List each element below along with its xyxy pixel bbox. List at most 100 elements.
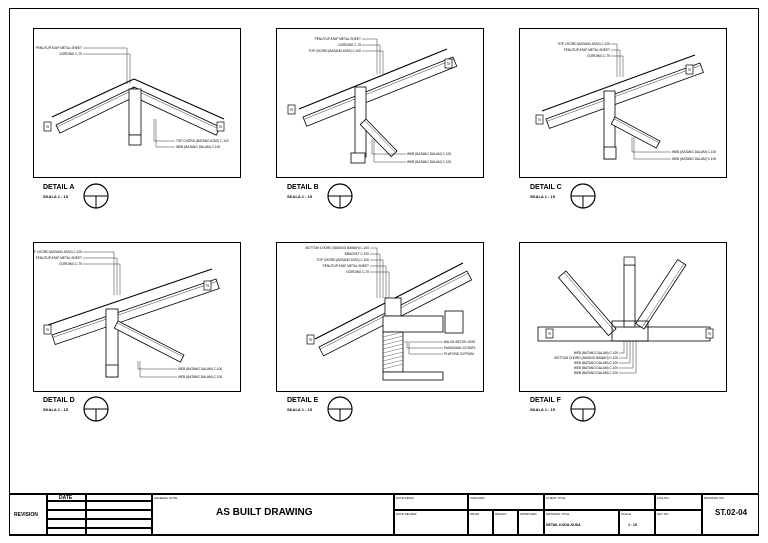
callout-label: WEB (BATANG DALAM) C.100 bbox=[574, 351, 618, 355]
rev-row bbox=[86, 528, 152, 536]
leader-line bbox=[83, 251, 115, 295]
detail-b-label: DETAIL B SKALA 1 : 15 bbox=[287, 183, 357, 210]
callout-label: BOTTOM CHORD (BATANG BAWAH) C.100 bbox=[305, 246, 369, 250]
drawing-title-value: DETAIL KUDA-KUDA bbox=[546, 523, 581, 527]
drawing-sheet bbox=[9, 8, 759, 535]
rev-row bbox=[86, 510, 152, 519]
callout-label: WEB (BATANG DALAM) C.100 bbox=[407, 152, 451, 156]
leader-line bbox=[370, 247, 378, 298]
leader-line bbox=[155, 119, 175, 148]
checked-label: CHECKED bbox=[470, 496, 485, 500]
svg-text:75: 75 bbox=[46, 125, 50, 129]
leader-line bbox=[633, 137, 671, 160]
leader-line bbox=[406, 343, 443, 349]
date-draw-cell: DATE DRAW bbox=[394, 494, 468, 510]
leader-line bbox=[137, 361, 177, 370]
concrete-beam bbox=[382, 331, 404, 373]
callout-label: PENUTUP ATAP METAL SHEET bbox=[315, 37, 361, 41]
scale-cell: SCALE 1 : 15 bbox=[619, 510, 655, 536]
steel-member bbox=[545, 62, 704, 129]
detail-scale: SKALA 1 : 15 bbox=[43, 407, 68, 412]
drawing-title-cell: DRAWING TITLE DETAIL KUDA-KUDA bbox=[544, 510, 619, 536]
callout-label: PLAFOND GYPSUM bbox=[444, 352, 474, 356]
leader-line bbox=[370, 265, 387, 298]
revision-cell: REVISION bbox=[9, 494, 47, 536]
purlin-section bbox=[685, 64, 694, 75]
callout-label: WEB (BATANG DALAM) C.100 bbox=[672, 150, 716, 154]
callout-label: GORDING C.75 bbox=[346, 270, 369, 274]
callout-label: TOP CHORD (BATANG ATAS) C.100 bbox=[176, 139, 229, 143]
detail-title: DETAIL C bbox=[530, 184, 562, 191]
leader-line bbox=[611, 43, 618, 77]
callout-label: WEB (BATANG DALAM) C.100 bbox=[176, 145, 220, 149]
purlin-section bbox=[43, 121, 52, 132]
bottom-chord bbox=[537, 326, 711, 342]
draw-label: DRAW bbox=[470, 512, 480, 516]
purlin-section bbox=[216, 121, 225, 132]
file-no-label: FILE NO. bbox=[657, 496, 670, 500]
leader-line bbox=[83, 257, 118, 295]
leader-line bbox=[619, 341, 628, 359]
callout-label: WEB (BATANG DALAM) C.100 bbox=[178, 375, 222, 379]
leader-line bbox=[619, 341, 637, 374]
steel-member bbox=[610, 116, 661, 149]
detail-title: DETAIL E bbox=[287, 397, 319, 404]
callout-label: PENUTUP ATAP METAL SHEET bbox=[36, 256, 82, 260]
purlin-section bbox=[444, 58, 453, 69]
callout-label: WEB (BATANG DALAM) C.100 bbox=[574, 361, 618, 365]
steel-member bbox=[113, 320, 185, 363]
sht-no-cell: SHT NO. bbox=[655, 510, 702, 536]
callout-label: TOP CHORD (BATANG ATAS) C.100 bbox=[557, 42, 610, 46]
steel-member bbox=[51, 278, 220, 345]
roof-sheet-line bbox=[298, 48, 448, 110]
callout-label: WEB (BATANG DALAM) C.100 bbox=[574, 371, 618, 375]
section-marker-icon bbox=[327, 183, 353, 209]
callout-label: PENUTUP ATAP METAL SHEET bbox=[323, 264, 369, 268]
client-title-cell: CLIENT TITLE bbox=[544, 494, 655, 510]
ceiling-plaster bbox=[382, 371, 444, 381]
purlin-section bbox=[535, 114, 544, 125]
callout-label: WEB (BATANG DALAM) C.100 bbox=[178, 367, 222, 371]
section-marker-icon bbox=[83, 396, 109, 422]
client-title-label: CLIENT TITLE bbox=[546, 496, 566, 500]
callout-label: TOP CHORD (BATANG ATAS) C.100 bbox=[316, 258, 369, 262]
design-label: DESIGN bbox=[495, 512, 507, 516]
leader-line bbox=[83, 53, 131, 84]
rev-row bbox=[47, 528, 86, 536]
detail-scale: SKALA 1 : 15 bbox=[43, 194, 68, 199]
leader-line bbox=[619, 341, 625, 354]
detail-e-label: DETAIL E SKALA 1 : 15 bbox=[287, 396, 357, 423]
svg-text:75: 75 bbox=[309, 338, 313, 342]
callout-label: PASANGAN 1/2 BATA bbox=[444, 346, 476, 350]
drawing-no-value: ST.02-04 bbox=[715, 508, 748, 517]
approved-cell: APPROVED bbox=[518, 510, 544, 536]
detail-title: DETAIL D bbox=[43, 397, 75, 404]
callout-label: WEB (BATANG DALAM) C.100 bbox=[407, 160, 451, 164]
drawing-no-label: DRAWING NO. bbox=[704, 496, 725, 500]
steel-member bbox=[557, 270, 617, 337]
svg-text:75: 75 bbox=[447, 62, 451, 66]
leader-line bbox=[83, 263, 121, 295]
purlin-section bbox=[203, 280, 212, 291]
svg-text:75: 75 bbox=[708, 332, 712, 336]
svg-text:75: 75 bbox=[688, 68, 692, 72]
general-note-cell: GENERAL NOTE AS BUILT DRAWING bbox=[152, 494, 394, 536]
base-plate bbox=[350, 152, 366, 164]
leader-line bbox=[611, 55, 624, 77]
sht-no-label: SHT NO. bbox=[657, 512, 670, 516]
rev-row bbox=[47, 510, 86, 519]
leader-line bbox=[139, 361, 177, 378]
design-cell: DESIGN bbox=[493, 510, 518, 536]
base-plate bbox=[105, 364, 119, 378]
leader-line bbox=[631, 137, 671, 153]
detail-title: DETAIL B bbox=[287, 184, 319, 191]
